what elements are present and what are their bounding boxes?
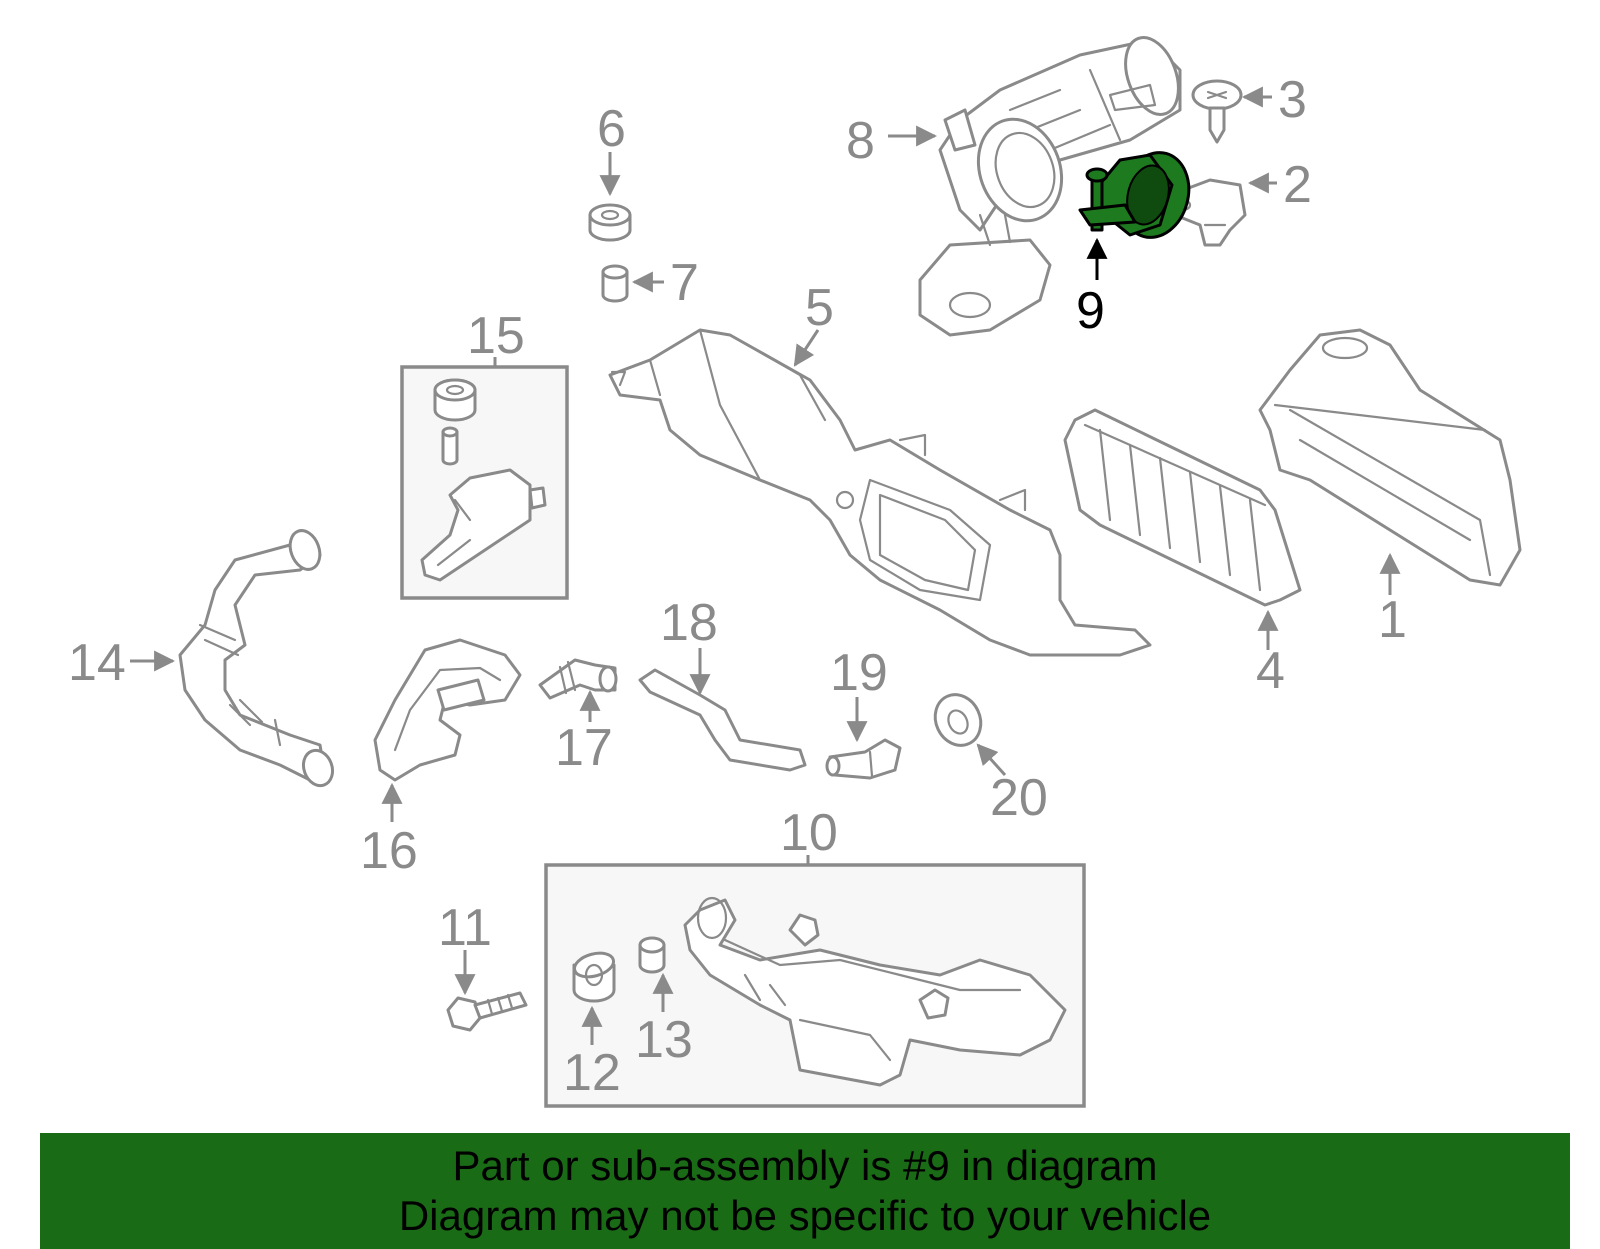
info-banner: Part or sub-assembly is #9 in diagram Di… [40, 1133, 1570, 1249]
part-18-tube [638, 668, 807, 772]
callout-17: 17 [555, 719, 613, 777]
banner-line-1: Part or sub-assembly is #9 in diagram [452, 1142, 1158, 1189]
callout-13: 13 [635, 1011, 693, 1069]
callout-6: 6 [597, 100, 626, 158]
part-14-hose [178, 529, 335, 788]
part-5-air-duct [608, 328, 1152, 657]
callout-10: 10 [780, 804, 838, 862]
banner-line-2: Diagram may not be specific to your vehi… [398, 1192, 1212, 1239]
callout-2: 2 [1283, 156, 1312, 214]
part-8-intake-duct [918, 36, 1182, 337]
callout-20: 20 [990, 769, 1048, 827]
callout-3: 3 [1278, 71, 1307, 129]
callout-1: 1 [1378, 591, 1407, 649]
callout-8: 8 [846, 112, 875, 170]
callout-4: 4 [1256, 642, 1285, 700]
callout-15: 15 [467, 307, 525, 365]
callout-7: 7 [670, 254, 699, 312]
part-15-assembly [420, 378, 547, 582]
part-3-screw [1191, 79, 1243, 144]
part-7-collar [601, 264, 629, 303]
part-17-connector [538, 658, 618, 700]
callout-18: 18 [660, 594, 718, 652]
callout-11: 11 [438, 899, 492, 957]
callout-12: 12 [563, 1044, 621, 1102]
part-6-grommet [588, 203, 632, 242]
part-11-bolt [446, 991, 528, 1032]
part-9-clamp-highlighted [1078, 151, 1191, 239]
part-16-hose-loop [373, 638, 522, 782]
part-10-assembly [572, 896, 1067, 1087]
part-4-air-filter [1063, 408, 1302, 607]
callout-19: 19 [830, 644, 888, 702]
callout-9: 9 [1076, 282, 1105, 340]
callout-5: 5 [805, 279, 834, 337]
callout-16: 16 [360, 822, 418, 880]
part-1-filter-housing [1258, 328, 1522, 587]
part-19-fitting [825, 738, 902, 780]
callout-14: 14 [68, 634, 126, 692]
part-20-grommet [933, 693, 983, 747]
